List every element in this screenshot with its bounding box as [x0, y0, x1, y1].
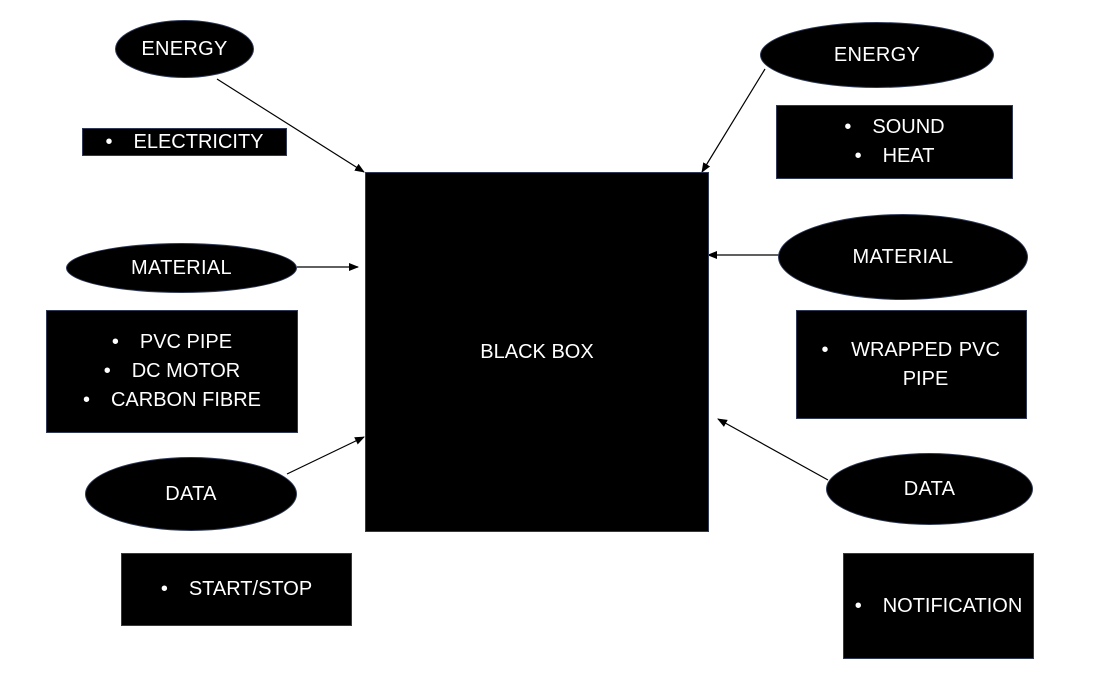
list-item: •PVC PIPE: [111, 331, 233, 353]
list-item: •CARBON FIBRE: [82, 389, 262, 411]
output-energy-ellipse: ENERGY: [760, 22, 994, 88]
input-data-ellipse: DATA: [85, 457, 297, 531]
input-energy-list: •ELECTRICITY: [82, 128, 287, 156]
black-box-label: BLACK BOX: [480, 340, 594, 363]
output-data-label: DATA: [903, 477, 956, 500]
black-box: BLACK BOX: [365, 172, 709, 532]
arrow-input-data: [286, 436, 365, 475]
output-material-label: MATERIAL: [852, 245, 954, 268]
input-energy-ellipse: ENERGY: [115, 20, 254, 78]
list-item: •ELECTRICITY: [105, 130, 264, 153]
list-item: •DC MOTOR: [103, 360, 241, 382]
list-item: •NOTIFICATION: [854, 594, 1023, 617]
output-data-ellipse: DATA: [826, 453, 1033, 525]
list-item: •START/STOP: [160, 578, 313, 600]
input-material-label: MATERIAL: [131, 256, 232, 279]
arrow-output-data: [717, 418, 829, 481]
list-item: •SOUND: [844, 116, 945, 138]
list-item: •HEAT: [854, 145, 935, 167]
input-data-list: •START/STOP: [121, 553, 352, 626]
arrow-input-energy: [216, 78, 365, 173]
input-data-label: DATA: [165, 482, 217, 505]
output-energy-label: ENERGY: [833, 43, 921, 66]
output-energy-list: •SOUND •HEAT: [776, 105, 1013, 179]
output-material-list: • WRAPPED PVC PIPE: [796, 310, 1027, 419]
output-data-list: •NOTIFICATION: [843, 553, 1034, 659]
output-material-ellipse: MATERIAL: [778, 214, 1028, 300]
input-energy-label: ENERGY: [141, 37, 228, 60]
input-material-ellipse: MATERIAL: [66, 243, 297, 293]
input-material-list: •PVC PIPE •DC MOTOR •CARBON FIBRE: [46, 310, 298, 433]
list-item: • WRAPPED PVC PIPE: [821, 338, 1000, 390]
arrow-output-energy: [701, 68, 766, 173]
